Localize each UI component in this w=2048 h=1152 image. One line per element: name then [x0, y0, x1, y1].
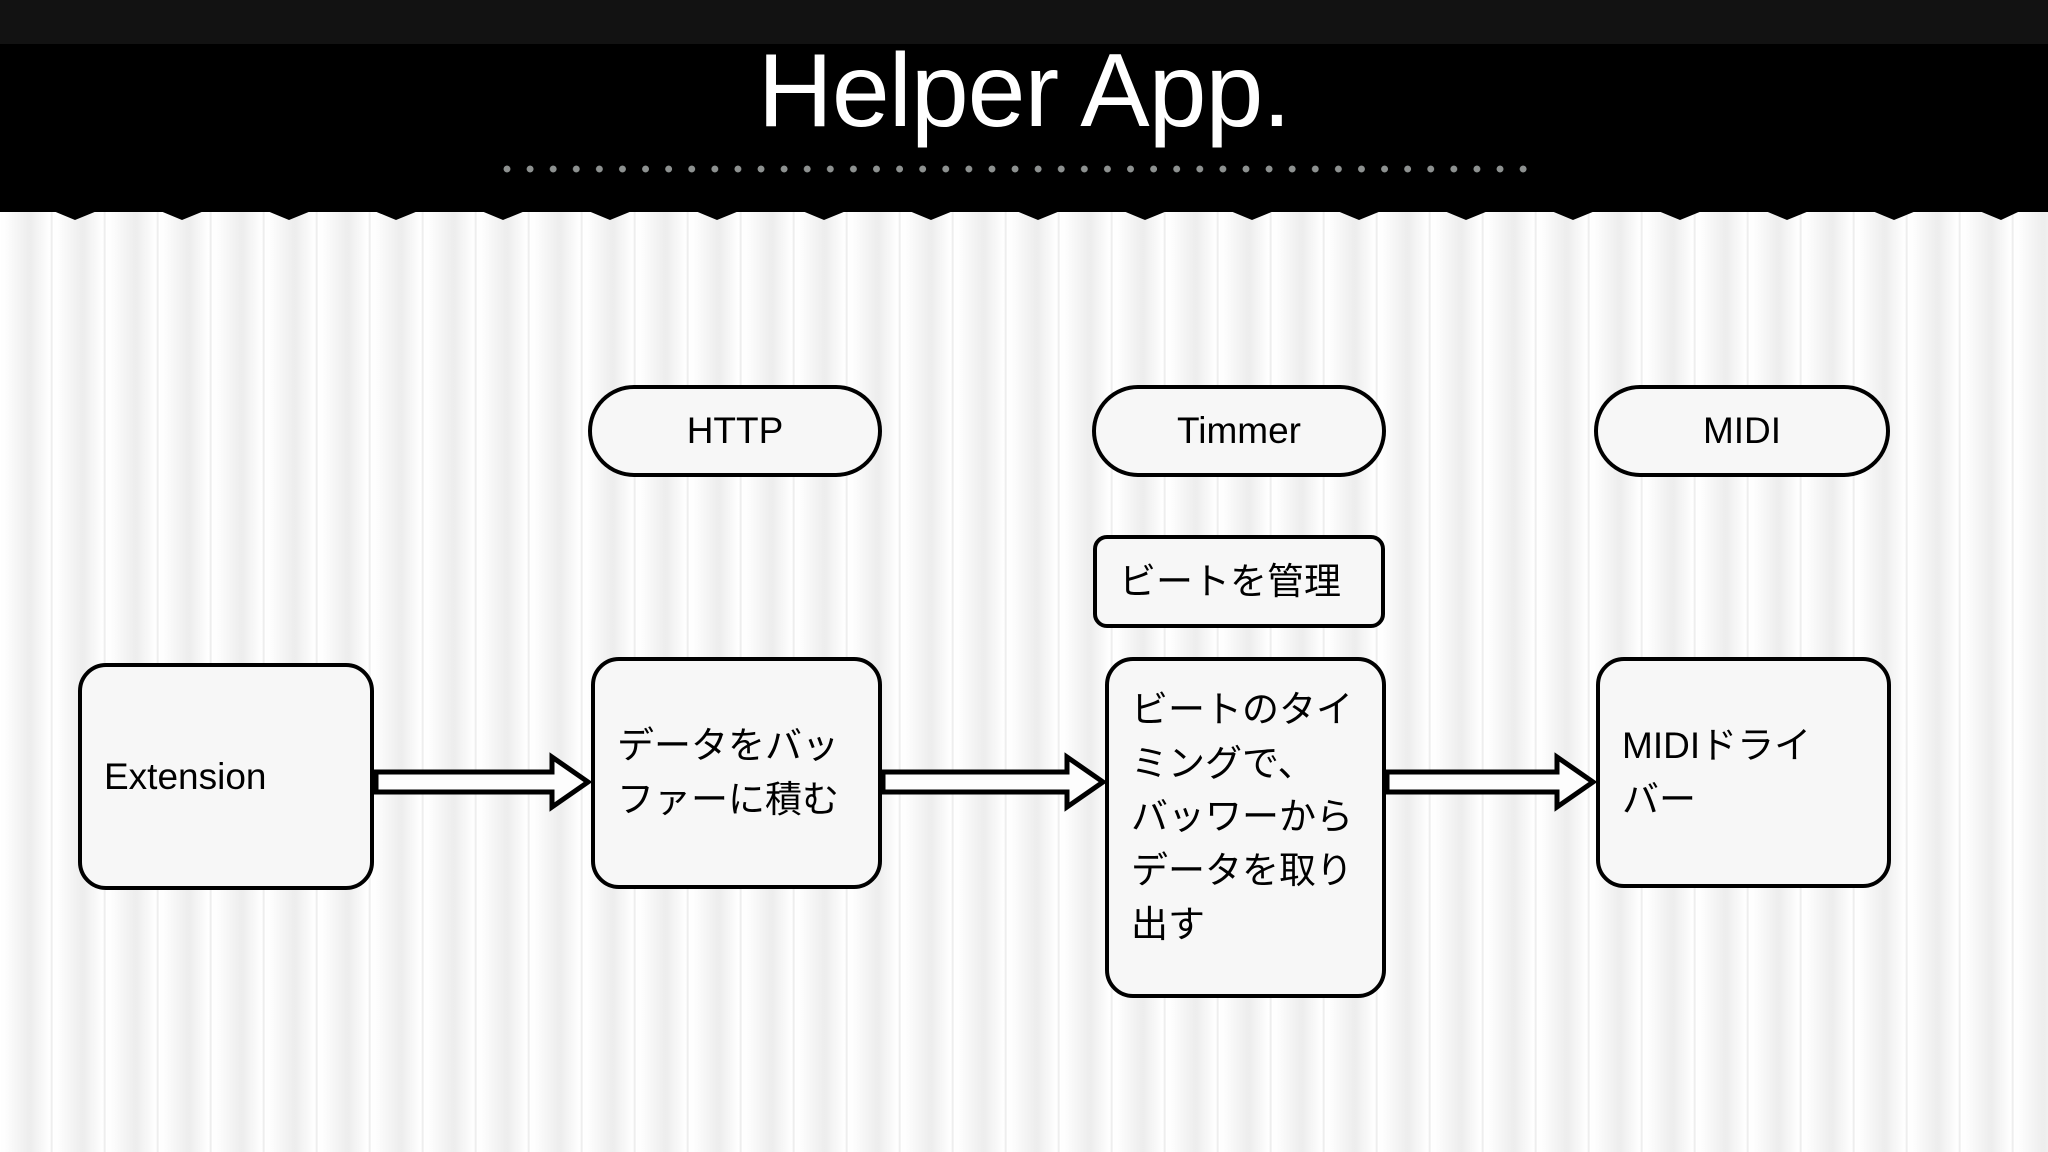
node-http[interactable]: HTTP — [588, 385, 882, 477]
node-http-label: HTTP — [686, 410, 784, 452]
zigzag-icon — [0, 190, 2048, 220]
header-top-strip — [0, 0, 2048, 44]
node-beat-timing[interactable]: ビートのタイ ミングで、 バッワーから データを取り 出す — [1105, 657, 1386, 998]
node-beat-timing-label: ビートのタイ ミングで、 バッワーから データを取り 出す — [1131, 689, 1353, 945]
page-title: Helper App. — [757, 33, 1291, 149]
node-midi[interactable]: MIDI — [1594, 385, 1890, 477]
node-beat-manage[interactable]: ビートを管理 — [1093, 535, 1385, 628]
arrow-buffer-to-beat-timing — [881, 752, 1107, 812]
node-buffer-label: データをバッ ファーに積む — [617, 725, 839, 820]
node-midi-label: MIDI — [1702, 410, 1782, 452]
node-extension[interactable]: Extension — [78, 663, 374, 890]
node-midi-driver[interactable]: MIDIドライ バー — [1596, 657, 1891, 888]
node-beat-manage-label: ビートを管理 — [1119, 560, 1341, 602]
header-band — [0, 44, 2048, 212]
right-arrow-icon — [1385, 752, 1597, 812]
node-timmer-label: Timmer — [1177, 410, 1301, 452]
node-midi-driver-label: MIDIドライ バー — [1622, 724, 1812, 820]
header-zigzag-edge — [0, 190, 2048, 224]
node-timmer[interactable]: Timmer — [1092, 385, 1386, 477]
node-buffer[interactable]: データをバッ ファーに積む — [591, 657, 882, 889]
right-arrow-icon — [374, 752, 592, 812]
right-arrow-icon — [881, 752, 1107, 812]
arrow-beat-timing-to-midi-driver — [1385, 752, 1597, 812]
node-extension-label: Extension — [104, 755, 267, 797]
title-dotted-rule — [503, 165, 1541, 175]
arrow-extension-to-buffer — [374, 752, 592, 812]
